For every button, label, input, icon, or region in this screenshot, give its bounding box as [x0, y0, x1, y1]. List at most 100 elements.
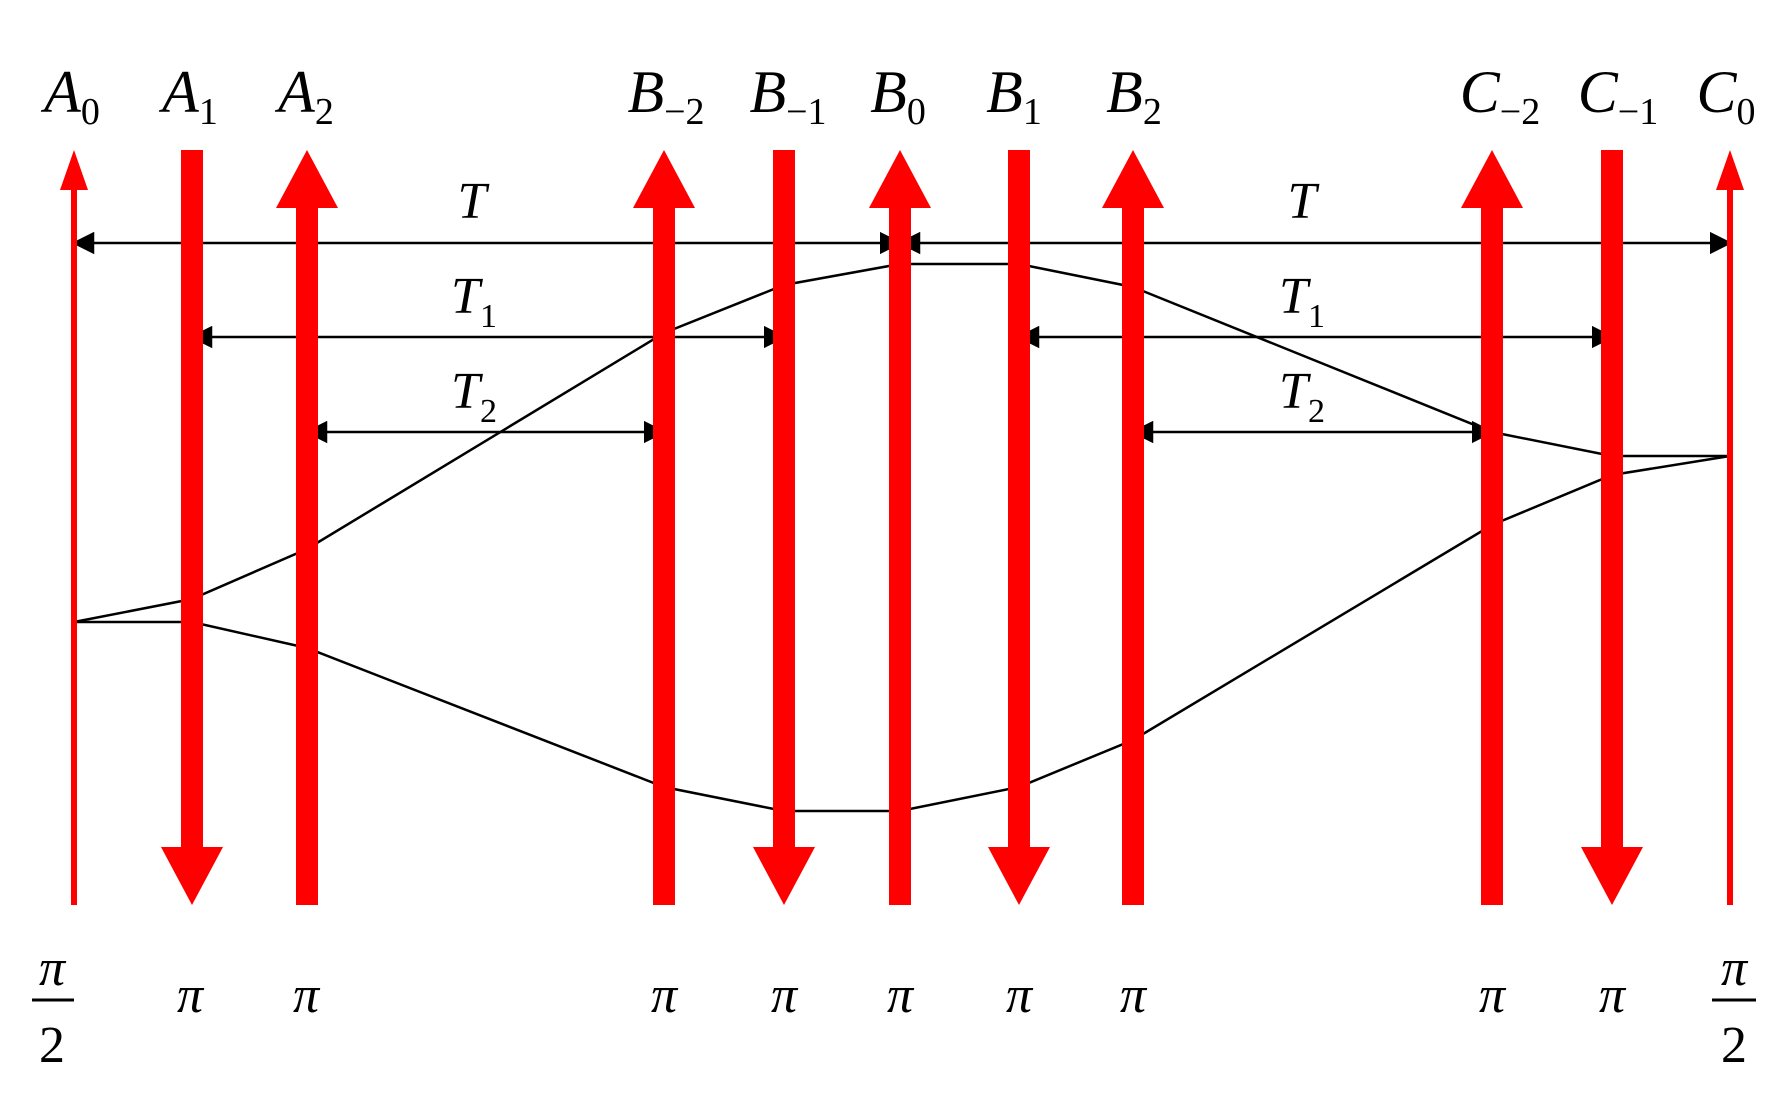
pulse-angle-label-C-1: π	[1599, 967, 1627, 1024]
pulse-name-sub: 1	[199, 91, 218, 133]
pulse-name-base: C	[1460, 59, 1501, 125]
pulse-arrow-A0	[60, 150, 88, 905]
pulse-name-base: B	[1106, 59, 1143, 125]
pulse-name-sub: 2	[315, 91, 334, 133]
pulse-shaft	[889, 206, 911, 905]
pulse-name-base: B	[749, 59, 786, 125]
pulse-name-base: A	[40, 59, 81, 125]
pulse-name-sub: 1	[1023, 91, 1042, 133]
pulse-arrow-B-2	[633, 150, 695, 905]
interval-arrows	[71, 231, 1733, 444]
interval-label-text: T	[451, 268, 483, 325]
pulse-name-base: A	[274, 59, 315, 125]
interval-label-text: T	[451, 363, 483, 420]
interval-label-text: T	[458, 173, 490, 230]
pulse-arrowhead	[1581, 847, 1643, 905]
pulse-name-label-C-2: C−2	[1460, 59, 1540, 133]
interval-label-T1-second: T1	[1279, 268, 1325, 335]
pulse-angle-numerator: π	[1721, 940, 1749, 997]
interval-label-T1-first: T1	[451, 268, 497, 335]
pulse-arrowhead	[988, 847, 1050, 905]
pulse-arrow-B-1	[753, 150, 815, 905]
pulse-name-sub: 0	[907, 91, 926, 133]
pulse-name-base: B	[627, 59, 664, 125]
pulse-shaft	[181, 150, 203, 849]
pulse-shaft	[1481, 206, 1503, 905]
pulse-angle-numerator: π	[39, 940, 67, 997]
pulse-name-labels: A0 A1 A2 B−2 B−1 B0 B1 B2 C−2 C−1 C0	[40, 59, 1755, 133]
pulse-name-base: A	[158, 59, 199, 125]
pulse-angle-label-B-2: π	[651, 967, 679, 1024]
pulse-shaft	[71, 188, 77, 905]
pulse-name-sub: 0	[81, 91, 100, 133]
pulse-arrowhead	[753, 847, 815, 905]
pulse-angle-label-C-2: π	[1479, 967, 1507, 1024]
pulse-arrowhead	[633, 150, 695, 208]
pulse-arrow-B1	[988, 150, 1050, 905]
pulse-name-base: B	[986, 59, 1023, 125]
pulse-name-label-C0: C0	[1696, 59, 1755, 133]
interval-label-text: T	[1279, 268, 1311, 325]
pulse-name-label-B-2: B−2	[627, 59, 704, 133]
interval-label-text: T	[1288, 173, 1320, 230]
pulse-name-label-B-1: B−1	[749, 59, 826, 133]
pulse-name-base: B	[870, 59, 907, 125]
pulse-angle-label-B0: π	[887, 967, 915, 1024]
interval-label-sub: 1	[480, 298, 497, 335]
pulse-shaft	[1601, 150, 1623, 849]
pulse-name-sub: 2	[1143, 91, 1162, 133]
pulse-arrowhead	[1102, 150, 1164, 208]
pulse-angle-label-A1: π	[177, 967, 205, 1024]
pulse-arrow-A1	[161, 150, 223, 905]
pulse-angle-label-A0: π 2	[32, 940, 74, 1074]
pulse-name-sub: −1	[786, 91, 826, 133]
pulse-angle-label-B1: π	[1006, 967, 1034, 1024]
pulse-name-sub: 0	[1737, 91, 1756, 133]
pulse-angle-label-C0: π 2	[1712, 940, 1756, 1074]
pulse-name-base: C	[1578, 59, 1619, 125]
pulse-name-sub: −2	[664, 91, 704, 133]
pulse-shaft	[653, 206, 675, 905]
pulse-name-label-A1: A1	[158, 59, 218, 133]
interval-label-T-first: T	[458, 173, 490, 230]
pulse-shaft	[1008, 150, 1030, 849]
pulse-angle-label-B-1: π	[771, 967, 799, 1024]
interval-label-T-second: T	[1288, 173, 1320, 230]
interval-label-sub: 2	[480, 393, 497, 430]
pulse-name-sub: −1	[1618, 91, 1658, 133]
pulse-shaft	[296, 206, 318, 905]
pulse-arrow-C0	[1716, 150, 1744, 905]
pulse-arrowhead	[60, 150, 88, 190]
interval-label-T2-first: T2	[451, 363, 497, 430]
pulse-arrowhead	[1716, 150, 1744, 190]
pulse-arrow-B2	[1102, 150, 1164, 905]
interval-label-sub: 1	[1308, 298, 1325, 335]
pulse-name-label-A0: A0	[40, 59, 100, 133]
pulse-arrow-C-2	[1461, 150, 1523, 905]
interval-label-T2-second: T2	[1279, 363, 1325, 430]
interval-labels: T T T1 T1 T2 T2	[451, 173, 1325, 430]
pulse-angle-label-B2: π	[1120, 967, 1148, 1024]
pulse-name-label-C-1: C−1	[1578, 59, 1658, 133]
pulse-name-label-B0: B0	[870, 59, 926, 133]
pulse-name-base: C	[1696, 59, 1737, 125]
pulse-arrow-A2	[276, 150, 338, 905]
pulse-shaft	[773, 150, 795, 849]
pulse-name-label-B2: B2	[1106, 59, 1162, 133]
pulse-angle-labels: π 2 π π π π π π π π π π 2	[32, 940, 1756, 1074]
pulse-arrow-B0	[869, 150, 931, 905]
pulse-arrowhead	[161, 847, 223, 905]
pulse-name-sub: −2	[1500, 91, 1540, 133]
pulse-arrowhead	[276, 150, 338, 208]
pulse-shaft	[1727, 188, 1733, 905]
pulse-group	[60, 150, 1744, 905]
pulse-arrowhead	[1461, 150, 1523, 208]
pulse-angle-denominator: 2	[39, 1017, 65, 1074]
interval-label-sub: 2	[1308, 393, 1325, 430]
pulse-name-label-A2: A2	[274, 59, 334, 133]
pulse-arrow-C-1	[1581, 150, 1643, 905]
interval-label-text: T	[1279, 363, 1311, 420]
pulse-angle-label-A2: π	[293, 967, 321, 1024]
pulse-arrowhead	[869, 150, 931, 208]
